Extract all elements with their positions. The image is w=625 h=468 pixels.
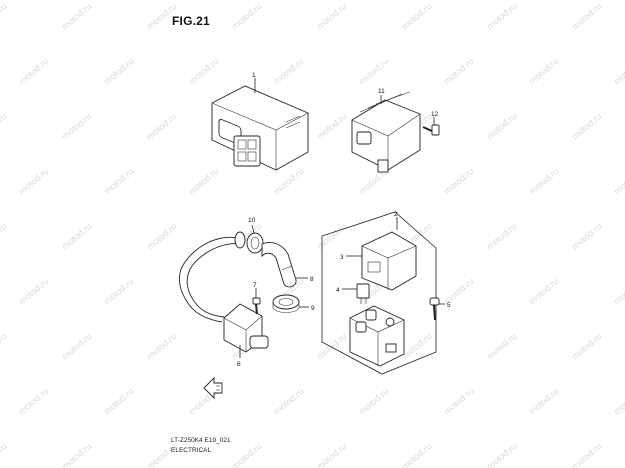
- watermark-text: motod.ru: [102, 166, 136, 196]
- watermark-text: motod.ru: [612, 166, 625, 196]
- part-starter-relay: [349, 305, 405, 367]
- watermark-text: motod.ru: [570, 111, 604, 141]
- part-6-ignition-coil: [179, 236, 269, 353]
- part-10-grommet: [234, 231, 264, 254]
- watermark-text: motod.ru: [400, 441, 434, 468]
- watermark-text: motod.ru: [187, 166, 221, 196]
- footer-code: LT-Z250K4 E19_021: [171, 437, 231, 444]
- part-11-regulator-rectifier: [351, 91, 421, 173]
- part-8-plug-cap: [261, 242, 297, 288]
- figure-title: FIG.21: [172, 14, 210, 28]
- watermark-text: motod.ru: [272, 166, 306, 196]
- part-9-seal: [272, 294, 300, 313]
- callout-1: 1: [252, 72, 256, 79]
- watermark-text: motod.ru: [485, 221, 519, 251]
- front-direction-arrow-icon: [203, 376, 223, 400]
- part-2-group-outline: [321, 211, 437, 375]
- watermark-text: motod.ru: [570, 331, 604, 361]
- watermark-text: motod.ru: [60, 1, 94, 31]
- callout-5: 5: [447, 302, 451, 309]
- watermark-text: motod.ru: [442, 166, 476, 196]
- callout-2: 2: [394, 211, 398, 218]
- watermark-text: motod.ru: [485, 441, 519, 468]
- watermark-text: motod.ru: [570, 441, 604, 468]
- watermark-text: motod.ru: [272, 56, 306, 86]
- watermark-text: motod.ru: [527, 386, 561, 416]
- callout-8: 8: [310, 276, 314, 283]
- watermark-text: motod.ru: [60, 331, 94, 361]
- watermark-text: motod.ru: [315, 221, 349, 251]
- watermark-text: motod.ru: [485, 331, 519, 361]
- watermark-text: motod.ru: [187, 56, 221, 86]
- watermark-text: motod.ru: [570, 221, 604, 251]
- watermark-text: motod.ru: [315, 441, 349, 468]
- watermark-text: motod.ru: [230, 1, 264, 31]
- watermark-text: motod.ru: [527, 166, 561, 196]
- watermark-text: motod.ru: [612, 386, 625, 416]
- watermark-text: motod.ru: [230, 441, 264, 468]
- watermark-text: motod.ru: [145, 221, 179, 251]
- part-1-control-unit: [211, 85, 309, 171]
- watermark-text: motod.ru: [612, 276, 625, 306]
- watermark-text: motod.ru: [102, 56, 136, 86]
- watermark-text: motod.ru: [527, 56, 561, 86]
- watermark-text: motod.ru: [315, 111, 349, 141]
- watermark-text: motod.ru: [272, 386, 306, 416]
- watermark-text: motod.ru: [315, 1, 349, 31]
- watermark-text: motod.ru: [527, 276, 561, 306]
- part-7-bolt: [252, 297, 261, 315]
- callout-3: 3: [340, 254, 344, 261]
- watermark-text: motod.ru: [442, 386, 476, 416]
- watermark-text: motod.ru: [17, 386, 51, 416]
- watermark-text: motod.ru: [485, 111, 519, 141]
- part-12-bolt: [422, 124, 440, 136]
- callout-7: 7: [253, 282, 257, 289]
- callout-6: 6: [237, 361, 241, 368]
- callout-4: 4: [336, 287, 340, 294]
- watermark-text: motod.ru: [17, 56, 51, 86]
- part-4-fuse: [356, 283, 370, 304]
- watermark-text: motod.ru: [0, 221, 9, 251]
- watermark-text: motod.ru: [612, 56, 625, 86]
- watermark-text: motod.ru: [357, 386, 391, 416]
- footer-section: ELECTRICAL: [171, 447, 212, 454]
- watermark-text: motod.ru: [0, 441, 9, 468]
- watermark-text: motod.ru: [357, 56, 391, 86]
- watermark-text: motod.ru: [145, 111, 179, 141]
- callout-11: 11: [378, 88, 385, 95]
- watermark-text: motod.ru: [485, 1, 519, 31]
- callout-12: 12: [431, 111, 439, 118]
- watermark-text: motod.ru: [0, 1, 9, 31]
- watermark-text: motod.ru: [17, 276, 51, 306]
- watermark-text: motod.ru: [315, 331, 349, 361]
- watermark-text: motod.ru: [0, 331, 9, 361]
- callout-9: 9: [311, 305, 315, 312]
- watermark-text: motod.ru: [17, 166, 51, 196]
- watermark-text: motod.ru: [145, 331, 179, 361]
- watermark-text: motod.ru: [102, 386, 136, 416]
- watermark-text: motod.ru: [102, 276, 136, 306]
- watermark-text: motod.ru: [60, 441, 94, 468]
- watermark-text: motod.ru: [60, 111, 94, 141]
- callout-10: 10: [248, 217, 256, 224]
- watermark-text: motod.ru: [442, 56, 476, 86]
- watermark-text: motod.ru: [0, 111, 9, 141]
- watermark-text: motod.ru: [145, 1, 179, 31]
- watermark-text: motod.ru: [400, 331, 434, 361]
- part-5-screw: [429, 297, 440, 321]
- watermark-text: motod.ru: [400, 1, 434, 31]
- watermark-text: motod.ru: [570, 1, 604, 31]
- part-3-relay-cover: [361, 231, 417, 291]
- watermark-text: motod.ru: [60, 221, 94, 251]
